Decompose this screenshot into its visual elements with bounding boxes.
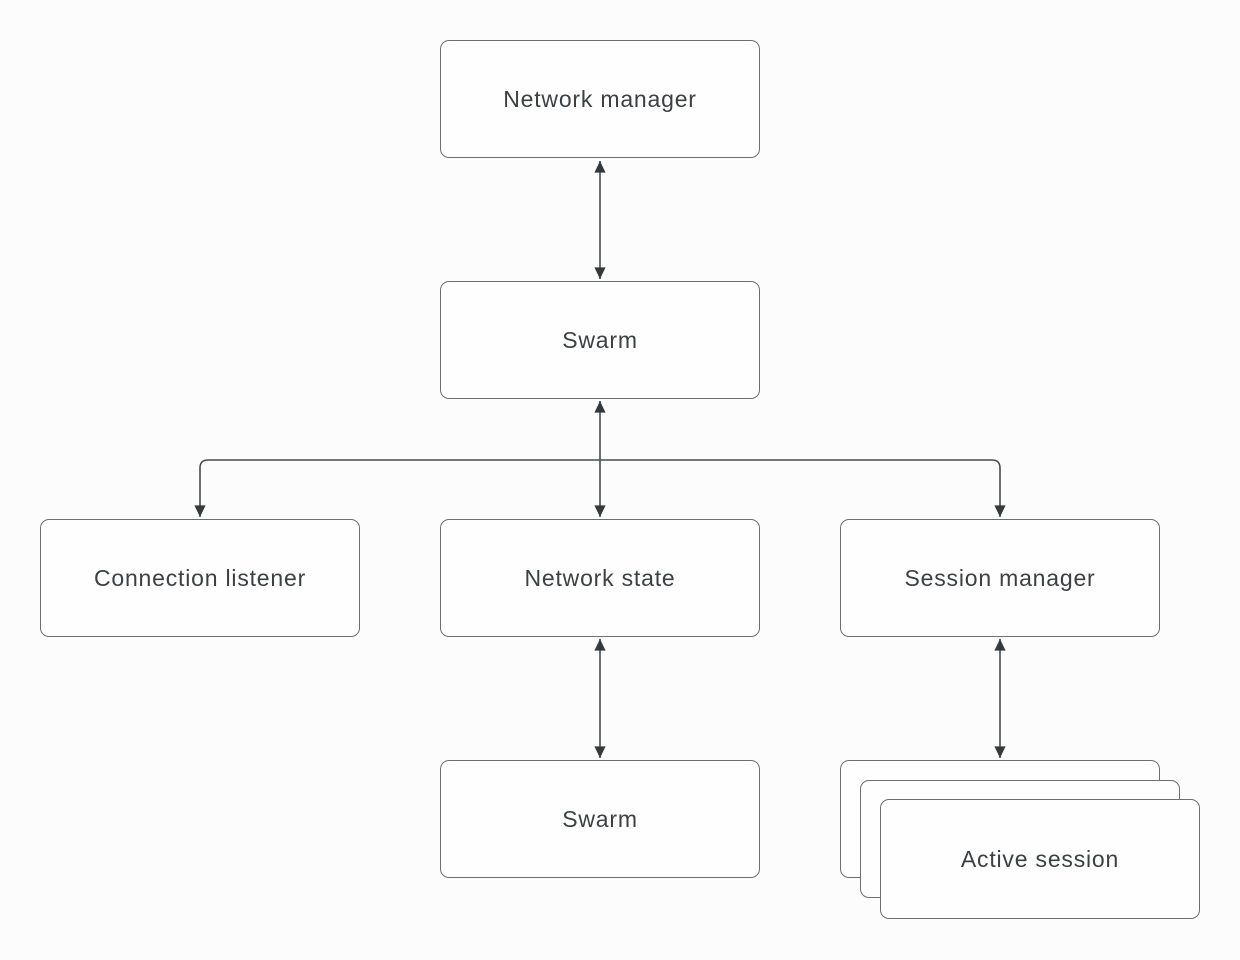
node-swarm-bottom-label: Swarm — [562, 805, 638, 832]
node-network-state: Network state — [440, 519, 760, 637]
node-network-state-label: Network state — [524, 564, 676, 591]
edge-branch-connection-listener-session-manager — [194, 459, 1006, 517]
node-active-session-label: Active session — [960, 845, 1120, 872]
node-connection-listener: Connection listener — [40, 519, 360, 637]
node-swarm-top: Swarm — [440, 281, 760, 399]
node-session-manager-label: Session manager — [904, 564, 1096, 591]
node-connection-listener-label: Connection listener — [93, 564, 307, 591]
node-active-session: Active session — [880, 799, 1200, 919]
node-swarm-top-label: Swarm — [562, 326, 638, 353]
node-session-manager: Session manager — [840, 519, 1160, 637]
node-swarm-bottom: Swarm — [440, 760, 760, 878]
node-network-manager-label: Network manager — [503, 85, 697, 112]
node-network-manager: Network manager — [440, 40, 760, 158]
